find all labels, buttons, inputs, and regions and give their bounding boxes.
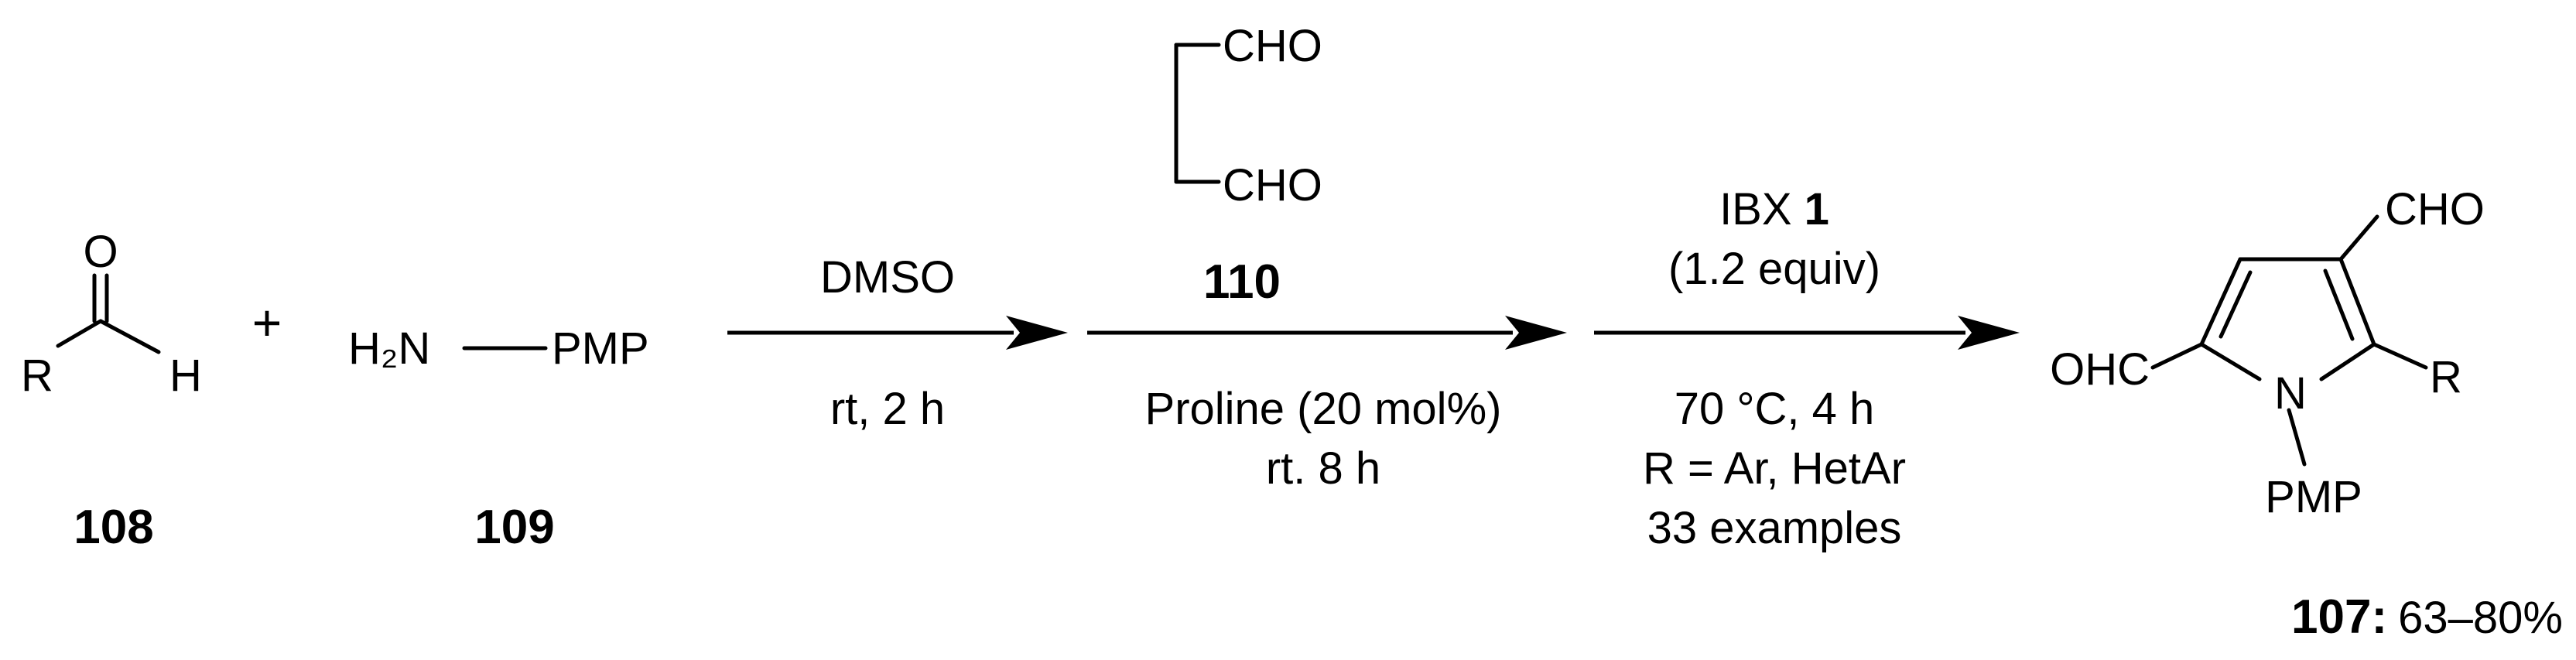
bond-c4-c5-inner: [2323, 268, 2355, 341]
step1-condition: rt, 2 h: [830, 384, 945, 434]
reaction-arrow-3: [1594, 316, 2020, 350]
product-cho: CHO: [2385, 184, 2485, 234]
product-r: R: [2430, 352, 2462, 402]
step3-reagent-name: IBX: [1719, 184, 1805, 234]
compound-107-structure: CHO OHC N R PMP: [2050, 184, 2485, 522]
compound-107-caption: 107:63–80%: [2291, 590, 2563, 644]
bond-n-pmp: [2287, 408, 2307, 467]
compound-107-label: 107:: [2291, 590, 2387, 644]
step3-reagent: IBX 1: [1719, 184, 1829, 234]
product-ohc: OHC: [2050, 344, 2150, 395]
compound-109-label: 109: [474, 501, 554, 554]
bond-c-h: [98, 319, 161, 354]
bond-c2-c3: [2199, 257, 2242, 347]
step2-catalyst: Proline (20 mol%): [1145, 384, 1502, 434]
step1-reagent: DMSO: [820, 252, 955, 303]
compound-110-structure: CHO CHO: [1174, 21, 1322, 210]
reaction-arrow-2: [1087, 316, 1567, 350]
cho-top: CHO: [1223, 21, 1322, 71]
compound-107-yield: 63–80%: [2398, 593, 2563, 643]
atom-oxygen: O: [83, 227, 118, 277]
step3-scope: 33 examples: [1647, 503, 1902, 553]
bond-c2-c3-inner: [2219, 270, 2253, 339]
plus-sign: +: [252, 294, 282, 351]
amine-pmp: PMP: [552, 323, 649, 374]
amine-h2n: H₂N: [348, 323, 430, 374]
atom-hydrogen: H: [169, 351, 202, 401]
bond-c5-r: [2372, 342, 2428, 370]
reaction-arrow-1: [727, 316, 1068, 350]
atom-r: R: [21, 351, 53, 401]
bond-c5-n: [2319, 342, 2376, 381]
step3-substituent: R = Ar, HetAr: [1643, 443, 1906, 494]
step2-reagent-110: 110: [1203, 255, 1281, 309]
product-pmp: PMP: [2265, 472, 2362, 522]
product-nitrogen: N: [2274, 368, 2307, 419]
bond-c4-c5: [2338, 257, 2376, 347]
compound-108-label: 108: [74, 501, 153, 554]
bond-c2-n: [2199, 342, 2262, 381]
bond-c4-cho: [2338, 214, 2379, 262]
step3-equiv: (1.2 equiv): [1668, 244, 1880, 294]
step2-condition: rt. 8 h: [1266, 443, 1380, 494]
bond-c2-ohc: [2150, 342, 2204, 370]
compound-108-structure: O R H: [21, 227, 202, 401]
cho-bottom: CHO: [1223, 160, 1322, 210]
step3-temperature: 70 °C, 4 h: [1675, 384, 1875, 434]
compound-109-structure: H₂N PMP: [348, 323, 649, 374]
step3-reagent-number: 1: [1805, 184, 1829, 234]
bond-r-c: [56, 319, 103, 348]
